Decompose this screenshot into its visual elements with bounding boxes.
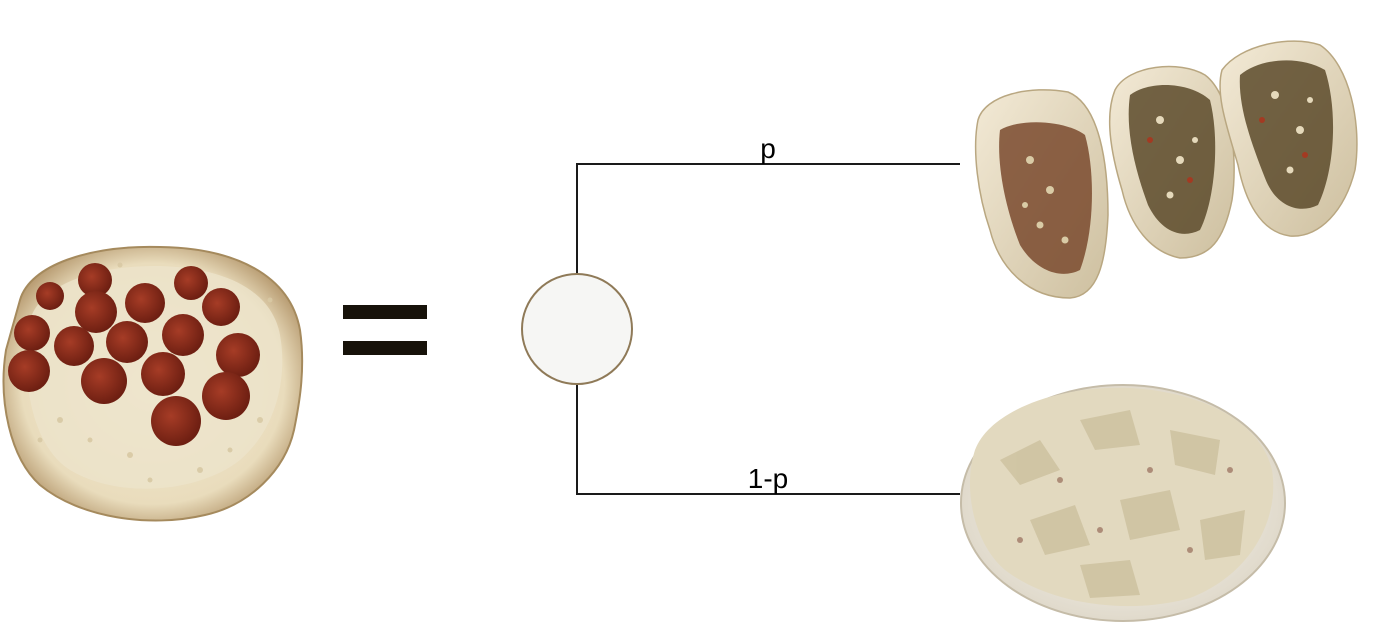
taco-shell-2 [1108, 65, 1235, 259]
circle-node-icon [521, 273, 633, 385]
branch-lines [576, 163, 960, 495]
taco-shell-1 [974, 89, 1109, 299]
taco-shell-3 [1219, 40, 1358, 237]
upper-branch-line [576, 163, 960, 276]
lower-branch-line [576, 382, 960, 495]
branch-label-1-minus-p: 1-p [748, 463, 788, 494]
salad-icon [960, 384, 1286, 622]
equals-icon [343, 305, 427, 355]
branch-label-p: p [760, 133, 776, 164]
tacos-icon [974, 40, 1358, 299]
pizza-icon [2, 245, 304, 522]
